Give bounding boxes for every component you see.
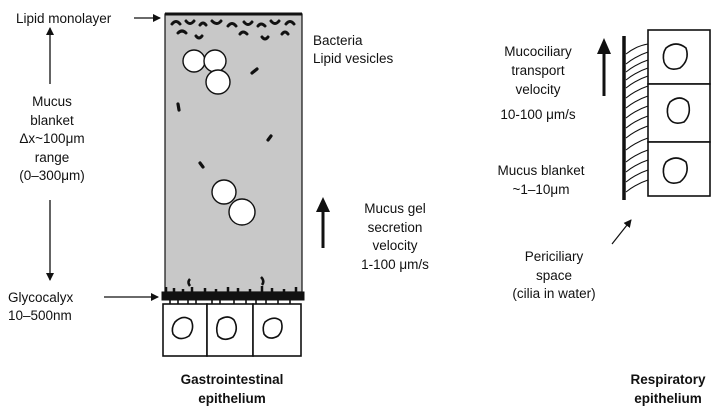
resp-mucus-blanket-line: Mucus blanket — [497, 163, 585, 178]
mucus-gel-line: velocity — [372, 238, 418, 253]
mucus-gel-line: secretion — [367, 219, 423, 235]
periciliary-line: (cilia in water) — [512, 286, 596, 301]
gi-caption-line: Gastrointestinal — [180, 372, 284, 387]
glycocalyx-line: 10–500nm — [8, 307, 72, 323]
mucociliary-arrow — [597, 38, 611, 96]
resp-epithelial-cells — [647, 29, 711, 197]
gi-mucus-blanket-line: range — [34, 149, 70, 165]
periciliary-label: Periciliary space (cilia in water) — [496, 248, 612, 304]
gi-caption-line: epithelium — [198, 391, 266, 406]
resp-caption-line: epithelium — [634, 391, 702, 406]
resp-caption: Respiratory epithelium — [618, 370, 718, 408]
bacteria — [176, 67, 273, 169]
lipid-monolayer-squiggles — [170, 19, 296, 41]
mucociliary-line: Mucociliary — [504, 44, 572, 59]
gi-epithelial-cells — [162, 303, 302, 357]
mucus-secretion-arrow — [316, 197, 330, 248]
gi-mucus-blanket-line: blanket — [30, 112, 74, 128]
mucociliary-line: transport — [511, 63, 565, 78]
gi-mucus-blanket-line: (0–300μm) — [19, 168, 85, 183]
bacteria-label: Bacteria — [313, 33, 363, 48]
lipid-monolayer-label: Lipid monolayer — [16, 11, 112, 26]
mucus-gel-label: Mucus gel secretion velocity 1-100 μm/s — [340, 200, 450, 274]
mucus-gel-line: Mucus gel — [364, 201, 426, 216]
gi-mucus-blanket-label: Mucus blanket Δx~100μm range (0–300μm) — [4, 93, 100, 186]
gi-mucus-blanket-line: Mucus — [32, 94, 72, 109]
periciliary-line: space — [535, 267, 573, 283]
resp-cilia — [625, 43, 649, 193]
periciliary-line: Periciliary — [524, 249, 584, 264]
lipid-vesicles-label: Lipid vesicles — [313, 51, 394, 66]
lipid-vesicles — [182, 49, 256, 226]
glycocalyx-line: Glycocalyx — [8, 290, 74, 305]
resp-mucus-blanket-label: Mucus blanket ~1–10μm — [484, 162, 598, 199]
gi-mucus-blanket-line: Δx~100μm — [19, 131, 85, 146]
mucociliary-velocity-label: 10-100 μm/s — [500, 107, 576, 122]
mucus-gel-line: 1-100 μm/s — [361, 256, 429, 272]
resp-mucus-blanket-line: ~1–10μm — [512, 181, 570, 197]
glycocalyx-label: Glycocalyx 10–500nm — [8, 289, 73, 324]
resp-caption-line: Respiratory — [630, 372, 706, 387]
gi-arrows — [46, 14, 161, 301]
gi-caption: Gastrointestinal epithelium — [162, 370, 302, 408]
periciliary-arrow — [611, 219, 632, 245]
mucociliary-label: Mucociliary transport velocity — [488, 42, 588, 99]
mucociliary-line: velocity — [515, 82, 561, 97]
